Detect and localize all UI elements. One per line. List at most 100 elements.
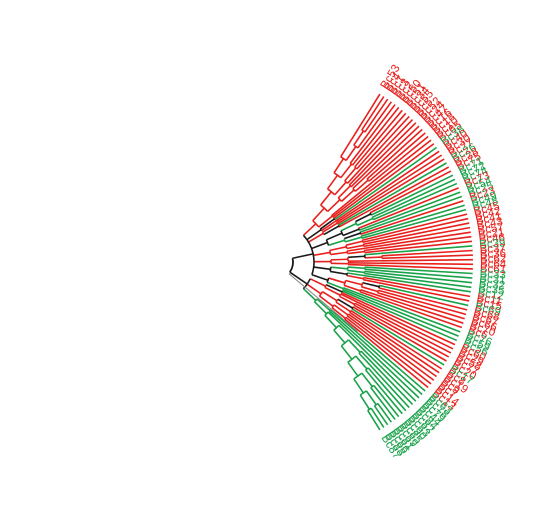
leaf-branch: [377, 403, 393, 423]
leaf-branch: [357, 101, 393, 149]
clade-arc: [328, 309, 331, 312]
leaf-branch: [363, 226, 471, 248]
leaf-label: Bc31: [479, 273, 506, 287]
clade-stem: [362, 281, 380, 288]
clade-stem: [306, 229, 322, 241]
clade-stem: [330, 251, 348, 256]
clade-arc: [319, 228, 323, 232]
clade-stem: [319, 295, 334, 307]
leaf-branch: [358, 352, 410, 409]
clade-stem: [347, 361, 359, 377]
leaf-label: Bc36: [480, 248, 507, 261]
clade-stem: [353, 378, 365, 394]
clade-stem: [345, 146, 357, 161]
clade-stem: [312, 207, 325, 222]
clade-stem: [347, 266, 365, 270]
clade-stem: [347, 339, 361, 353]
clade-stem: [345, 240, 363, 246]
leaf-branch: [334, 146, 437, 221]
clade-stem: [342, 228, 360, 237]
clade-stem: [326, 174, 339, 190]
clade-stem: [327, 199, 341, 213]
clade-stem: [323, 225, 340, 236]
clade-stem: [325, 284, 343, 293]
clade-stem: [361, 372, 373, 387]
clade-stem: [364, 256, 382, 259]
clade-stem: [313, 251, 331, 257]
clade-stem: [355, 355, 368, 370]
leaf-branch: [370, 387, 396, 420]
leaf-branch: [372, 182, 458, 221]
leaf-branch: [344, 318, 429, 389]
leaf-branch: [377, 289, 467, 316]
clade-stem: [333, 329, 346, 344]
leaf-branch: [358, 187, 459, 230]
clade-stem: [308, 232, 324, 243]
leaf-branch: [351, 106, 400, 166]
leaf-branch: [347, 313, 437, 378]
leaf-branch: [347, 231, 471, 252]
clade-arc: [354, 166, 358, 170]
clade-stem: [329, 246, 347, 252]
clade-stem: [347, 269, 365, 274]
leaf-label: Bc57: [477, 221, 505, 237]
leaf-branch: [345, 316, 432, 385]
clade-stem: [337, 298, 353, 309]
leaf-branch: [377, 291, 465, 320]
leaf-branch: [346, 315, 435, 381]
leaf-branch: [333, 143, 435, 220]
leaf-branch: [362, 213, 468, 242]
leaf-branch: [364, 268, 473, 279]
leaf-label: Bc42: [474, 205, 502, 222]
clade-stem: [334, 181, 347, 196]
clade-stem: [320, 191, 332, 206]
clade-arc: [337, 197, 343, 202]
leaf-branch: [352, 306, 447, 362]
leaf-branch: [370, 407, 385, 428]
leaf-label: Bc33: [479, 268, 506, 282]
clade-stem: [344, 236, 362, 243]
clade-stem: [324, 286, 341, 296]
leaf-branch: [354, 302, 452, 354]
leaf-branch: [341, 290, 458, 342]
leaf-branch: [364, 98, 389, 133]
leaf-branch: [360, 204, 465, 237]
leaf-branch: [320, 150, 440, 232]
clade-stem: [354, 179, 369, 192]
leaf-labels: Bc53Bc4Bc1Bc3Bc2Bc50Bc51Bc34Bc55Bc5Bc52B…: [379, 63, 507, 462]
clade-stem: [322, 222, 338, 234]
clade-arc: [358, 350, 362, 354]
leaf-branch: [359, 291, 463, 329]
leaf-label: Bc12: [477, 287, 505, 303]
clade-stem: [346, 244, 364, 250]
leaf-branch: [332, 139, 432, 218]
clade-stem: [356, 217, 374, 227]
leaf-branch: [336, 154, 443, 224]
leaf-label: Bc35: [478, 282, 506, 297]
leaf-branch: [364, 270, 472, 284]
leaf-branch: [367, 367, 407, 412]
leaf-branch: [379, 284, 469, 307]
leaf-branch: [359, 195, 463, 233]
clade-stem: [333, 304, 349, 316]
leaf-branch: [351, 308, 445, 366]
clade-arc: [333, 172, 342, 179]
leaf-branch: [378, 287, 468, 311]
leaf-branch: [338, 324, 417, 402]
leaf-branch: [363, 222, 470, 246]
leaf-branch: [381, 249, 473, 257]
clade-stem: [347, 250, 365, 255]
clade-stem: [340, 345, 353, 360]
clade-stem: [306, 283, 322, 295]
clade-stem: [302, 288, 317, 301]
clade-stem: [313, 266, 331, 271]
clade-stem: [319, 218, 335, 230]
clade-stem: [328, 277, 346, 284]
clade-stem: [335, 301, 351, 313]
clade-stem: [330, 258, 348, 261]
leaf-branch: [342, 288, 459, 337]
leaf-branch: [365, 369, 403, 415]
clade-stem: [347, 255, 365, 259]
clade-stem: [361, 286, 379, 293]
clade-stem: [326, 281, 344, 290]
